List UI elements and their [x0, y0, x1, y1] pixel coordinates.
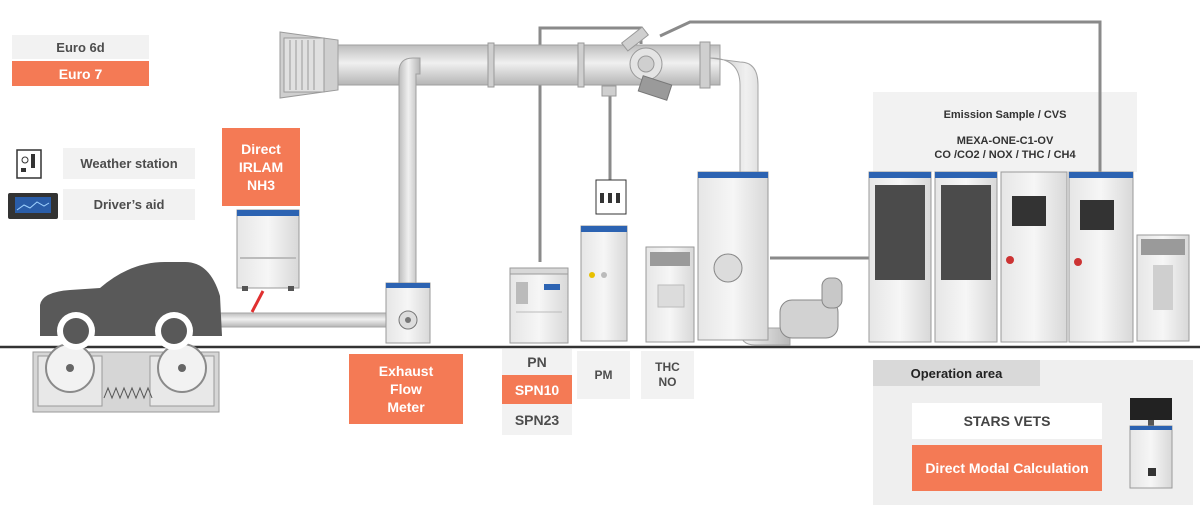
emission-panel-bg: [873, 92, 1137, 172]
vehicle: [40, 262, 222, 350]
exhaust-flow-meter-unit: [385, 282, 431, 344]
euro-7-label: Euro 7: [12, 61, 149, 86]
thc-no-label: THC NO: [641, 351, 694, 399]
mexa-analyzer-bench: [868, 171, 1190, 343]
efm-riser-pipe: [398, 57, 421, 296]
gas-list: CO /CO2 / NOX / THC / CH4: [934, 149, 1076, 161]
pn-label: PN: [502, 349, 572, 375]
irlam-line1: Direct: [241, 141, 281, 157]
irlam-analyzer: [236, 209, 300, 291]
pm-sampler: [580, 179, 628, 342]
stars-vets-label: STARS VETS: [912, 403, 1102, 439]
no-line: NO: [658, 375, 677, 389]
spn23-label: SPN23: [502, 404, 572, 435]
direct-modal-calculation-label: Direct Modal Calculation: [912, 445, 1102, 491]
irlam-probe-line: [250, 290, 265, 313]
chassis-dyno: [32, 343, 220, 413]
mexa-model: MEXA-ONE-C1-OV: [956, 135, 1054, 147]
cvs-unit: [697, 171, 843, 341]
irlam-label: Direct IRLAM NH3: [222, 128, 300, 206]
efm-label: Exhaust Flow Meter: [349, 354, 463, 424]
pm-label: PM: [577, 351, 630, 399]
emission-sample-title: Emission Sample / CVS: [943, 109, 1067, 121]
efm-line2: Flow: [390, 381, 422, 397]
operation-workstation: [1129, 398, 1173, 489]
euro-6d-label: Euro 6d: [12, 35, 149, 59]
operation-area-title: Operation area: [873, 360, 1040, 386]
weather-station-label: Weather station: [63, 148, 195, 179]
thc-no-analyzer: [645, 246, 695, 343]
irlam-nh3: NH3: [246, 177, 275, 193]
efm-line1: Exhaust: [378, 363, 434, 379]
weather-station-icon: [16, 149, 42, 179]
efm-line3: Meter: [387, 399, 425, 415]
irlam-line2: IRLAM: [238, 159, 284, 175]
spn10-label: SPN10: [502, 375, 572, 404]
irlam-line3: NH3: [247, 176, 275, 194]
cvs-tunnel: [279, 26, 721, 101]
thc-line: THC: [655, 360, 680, 374]
drivers-aid-icon: [8, 193, 58, 219]
pn-counter: [509, 267, 569, 344]
drivers-aid-label: Driver’s aid: [63, 189, 195, 220]
tailpipe: [213, 312, 393, 328]
